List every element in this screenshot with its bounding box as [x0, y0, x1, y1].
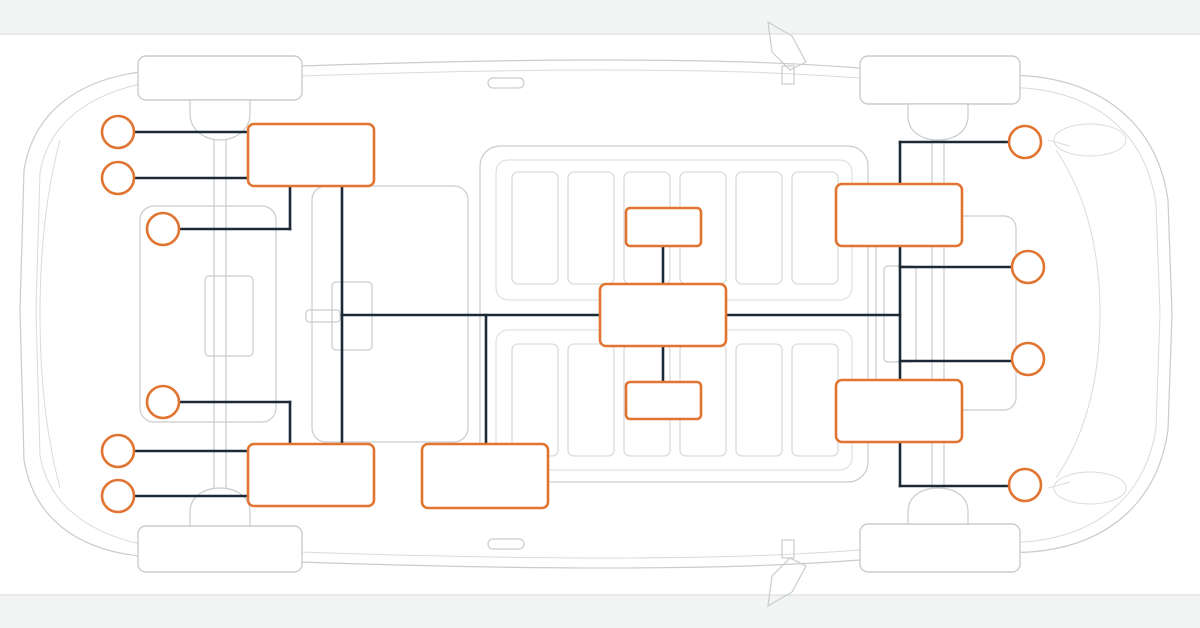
- control-modules: [246, 122, 964, 510]
- sensor-node: [1007, 467, 1043, 503]
- central-gateway: [598, 282, 728, 348]
- rear-left-zone-controller: [246, 122, 376, 188]
- car-body-inner: [35, 69, 1161, 559]
- right-mirror: [767, 557, 807, 608]
- car-outline: [19, 20, 1173, 608]
- rear-left-hub: [189, 99, 251, 141]
- rear-motor: [204, 275, 254, 357]
- battery-cell: [567, 171, 615, 285]
- rear-subframe: [139, 205, 277, 423]
- battery-cell: [511, 171, 559, 285]
- front-left-hub: [907, 103, 969, 141]
- sensor-node: [100, 160, 136, 196]
- sensor-node: [100, 114, 136, 150]
- front-bumper-line: [1055, 149, 1101, 479]
- door-handle-top: [487, 77, 525, 89]
- left-mirror-mount: [781, 65, 795, 85]
- left-mirror: [767, 20, 807, 71]
- front-right-hub: [907, 487, 969, 525]
- sensor-nodes: [100, 114, 1046, 514]
- sensor-node: [1010, 341, 1046, 377]
- sensor-node: [1007, 124, 1043, 160]
- rear-bumper-line: [39, 139, 61, 489]
- right-headlight: [1053, 471, 1127, 505]
- sensor-node: [1010, 249, 1046, 285]
- front-right-zone-controller: [834, 378, 964, 444]
- car-body: [19, 59, 1173, 569]
- gateway-top-module: [624, 206, 703, 248]
- rear-left-tire: [137, 55, 303, 101]
- right-mirror-mount: [781, 539, 795, 559]
- front-right-tire: [859, 523, 1021, 573]
- connector-tab: [305, 309, 341, 323]
- front-left-tire: [859, 55, 1021, 105]
- door-handle-bottom: [487, 538, 525, 550]
- front-bumper-ends: [1047, 139, 1071, 489]
- rear-right-tire: [137, 525, 303, 573]
- body-controller-module: [420, 442, 550, 510]
- rear-right-hub: [189, 487, 251, 527]
- rear-right-zone-controller: [246, 442, 376, 508]
- battery-cell: [735, 343, 783, 457]
- sensor-node: [100, 433, 136, 469]
- sensor-node: [145, 384, 181, 420]
- sensor-node: [145, 211, 181, 247]
- left-headlight: [1053, 123, 1127, 157]
- gateway-bottom-module: [624, 380, 703, 421]
- battery-cell: [735, 171, 783, 285]
- front-left-zone-controller: [834, 182, 964, 248]
- battery-cell: [567, 343, 615, 457]
- sensor-node: [100, 478, 136, 514]
